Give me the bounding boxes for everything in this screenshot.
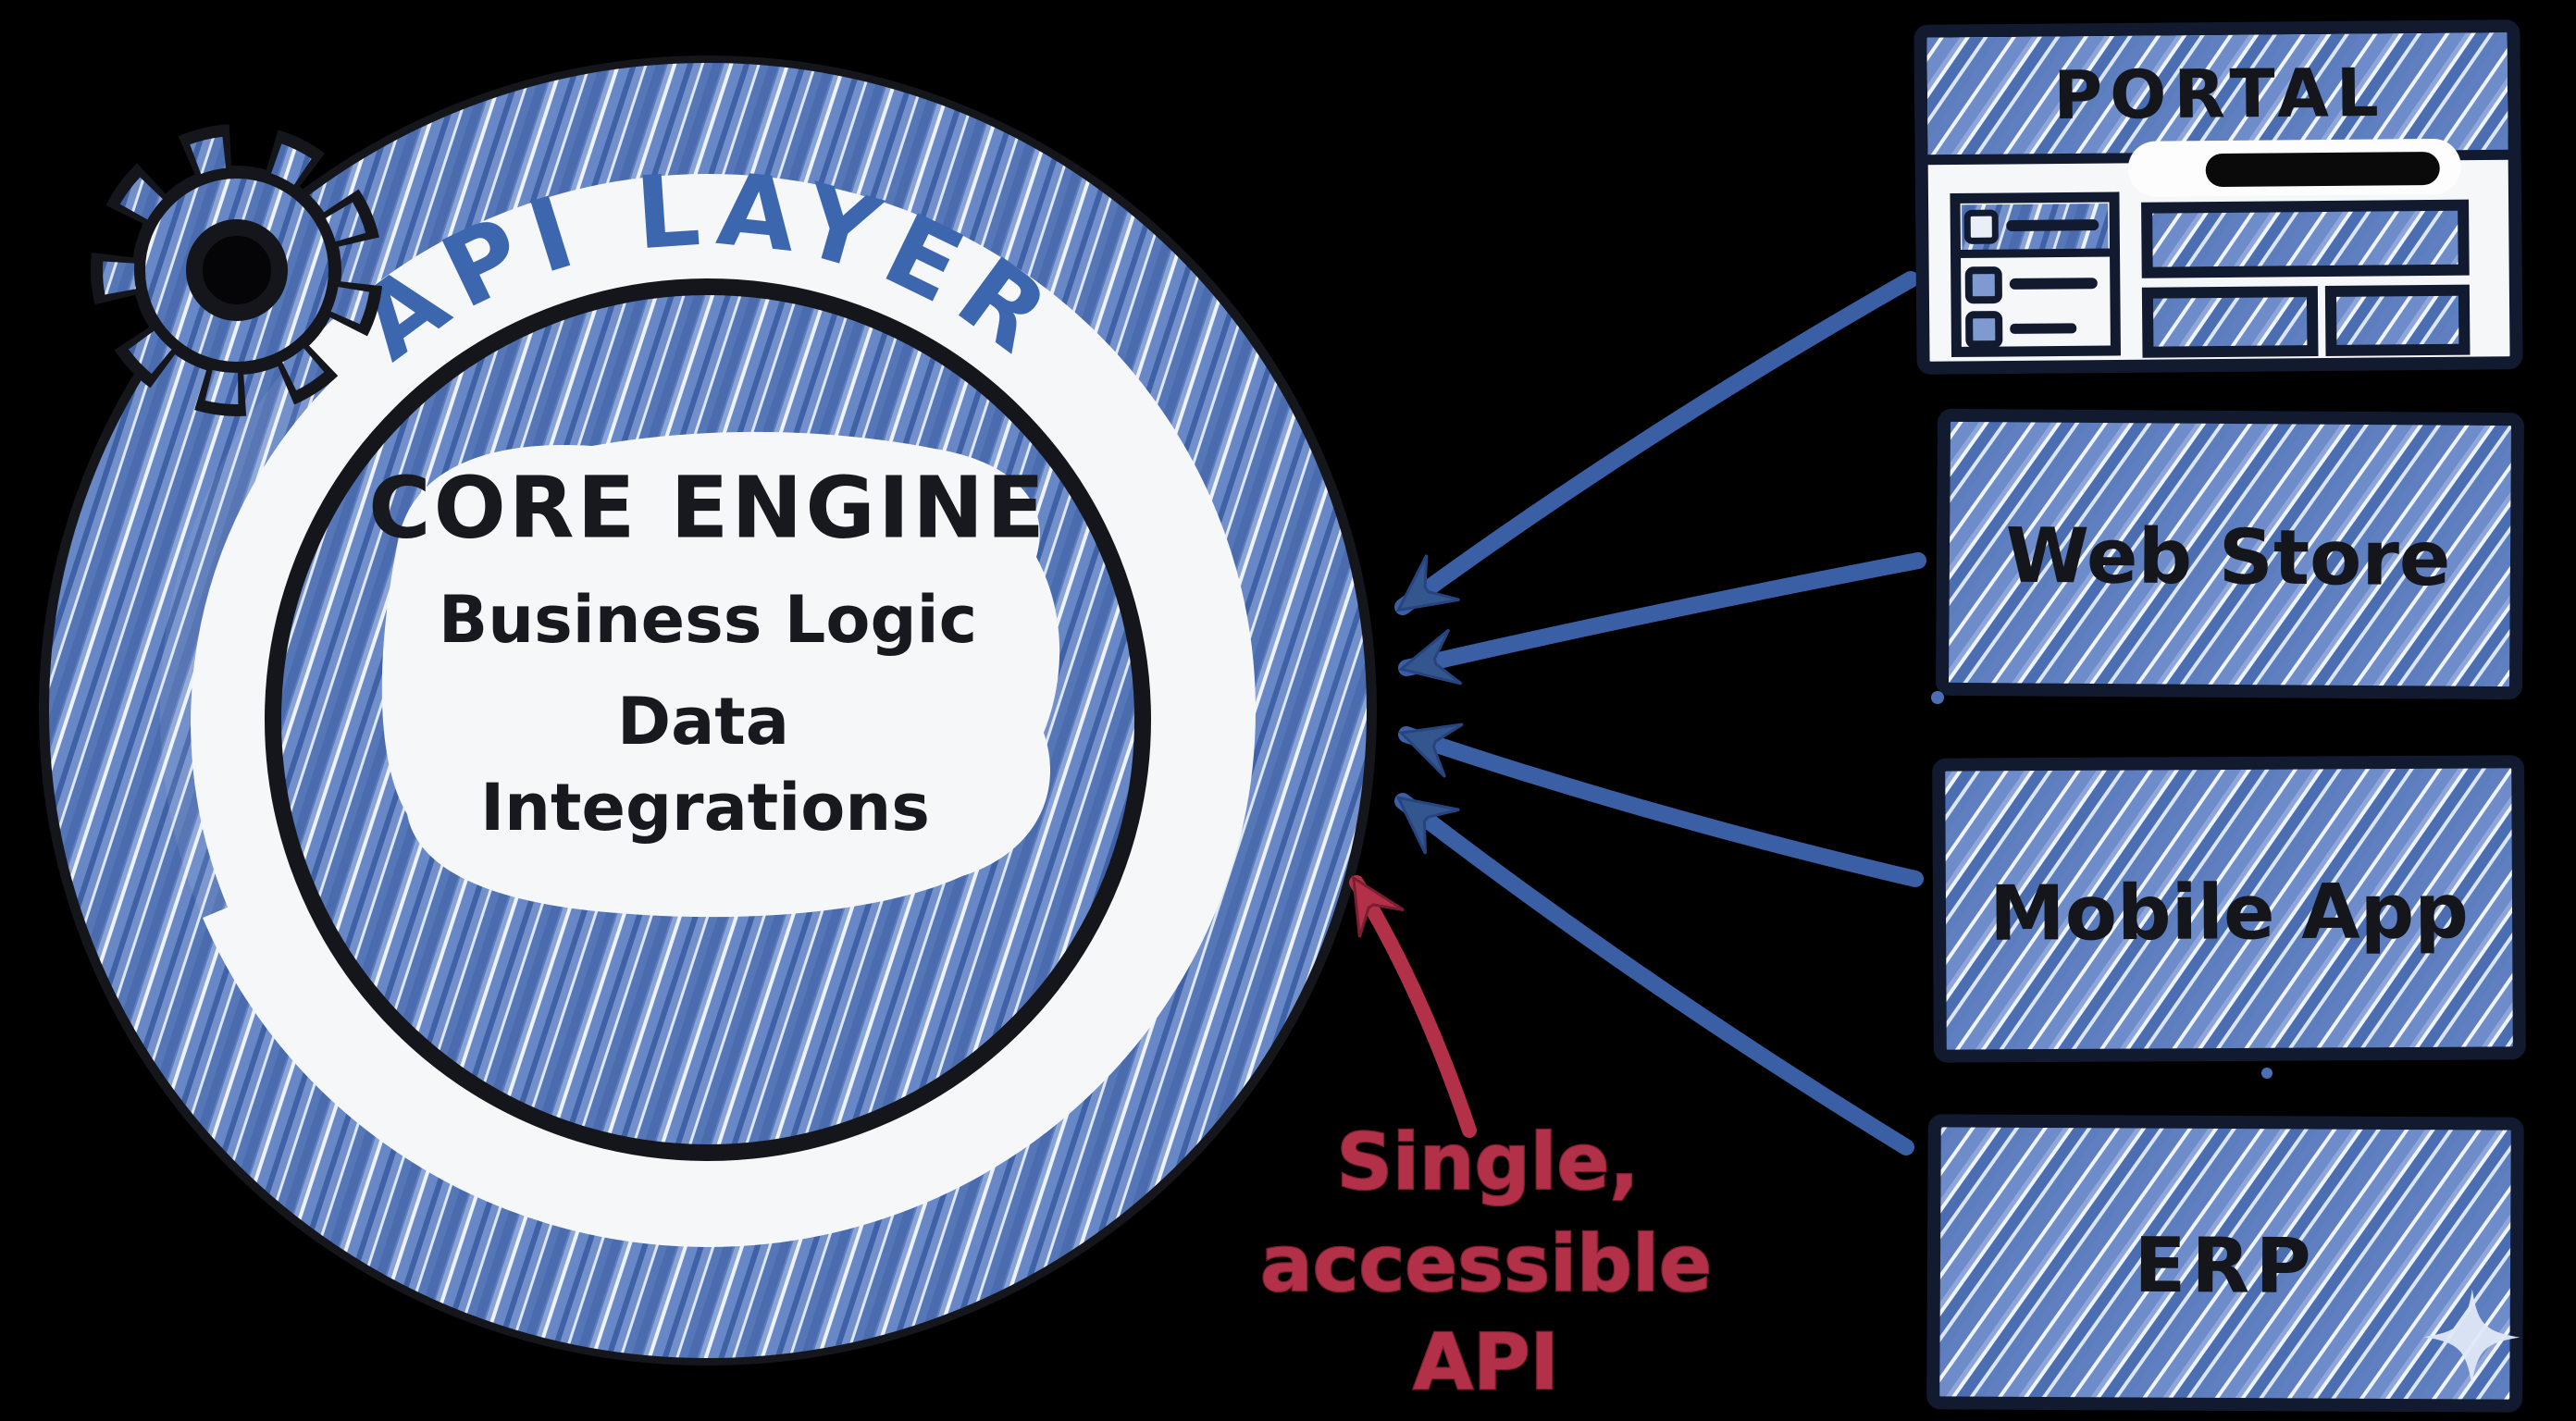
client-label-webstore: Web Store bbox=[2005, 513, 2451, 603]
core-engine-item-business-logic: Business Logic bbox=[439, 582, 977, 658]
annotation-line-2: accessible bbox=[1260, 1218, 1712, 1309]
portal-content-block-2 bbox=[2324, 284, 2471, 356]
core-engine-title: CORE ENGINE bbox=[368, 458, 1047, 557]
portal-sidebar-checkbox-1 bbox=[1963, 209, 1999, 244]
portal-sidebar bbox=[1950, 192, 2121, 358]
arrow-portal-to-api bbox=[1394, 271, 1919, 615]
portal-url-pill bbox=[2205, 152, 2440, 187]
paint-speck bbox=[1931, 691, 1944, 704]
api-annotation: Single, accessible API bbox=[1259, 874, 1713, 1408]
client-box-mobileapp: Mobile App bbox=[1932, 755, 2526, 1063]
arrow-webstore-to-api bbox=[1397, 552, 1926, 686]
client-label-portal: PORTAL bbox=[2053, 54, 2386, 134]
gear-hub-hole bbox=[186, 219, 288, 321]
api-layer-ring: API LAYER CORE ENGINE Business Logic Dat… bbox=[39, 56, 1377, 1365]
gear-icon bbox=[91, 124, 383, 416]
client-box-erp: ERP bbox=[1926, 1114, 2524, 1413]
portal-sidebar-checkbox-2 bbox=[1964, 266, 2002, 304]
client-label-mobileapp: Mobile App bbox=[1989, 868, 2469, 958]
portal-content-bar bbox=[2141, 199, 2470, 278]
annotation-line-1: Single, bbox=[1337, 1117, 1640, 1207]
client-box-portal: PORTAL bbox=[1913, 19, 2523, 375]
client-label-erp: ERP bbox=[2134, 1222, 2317, 1311]
annotation-line-3: API bbox=[1413, 1316, 1559, 1407]
annotation-arrow bbox=[1349, 874, 1477, 1138]
portal-sidebar-checkbox-3 bbox=[1965, 311, 2003, 349]
portal-title-bar bbox=[1926, 32, 2508, 156]
arrow-mobileapp-to-api bbox=[1398, 723, 1924, 887]
core-engine-circle: CORE ENGINE Business Logic Data Integrat… bbox=[265, 278, 1151, 1161]
paint-speck bbox=[2261, 1068, 2273, 1079]
core-text-area bbox=[381, 431, 1060, 918]
client-box-webstore: Web Store bbox=[1936, 408, 2524, 700]
core-engine-item-integrations: Integrations bbox=[480, 770, 930, 846]
connection-arrows bbox=[1394, 271, 1926, 1155]
portal-content-block-1 bbox=[2141, 286, 2319, 358]
sparkle-icon bbox=[2423, 1289, 2520, 1386]
core-engine-item-data: Data bbox=[617, 684, 789, 760]
arrow-erp-to-api bbox=[1394, 793, 1914, 1155]
